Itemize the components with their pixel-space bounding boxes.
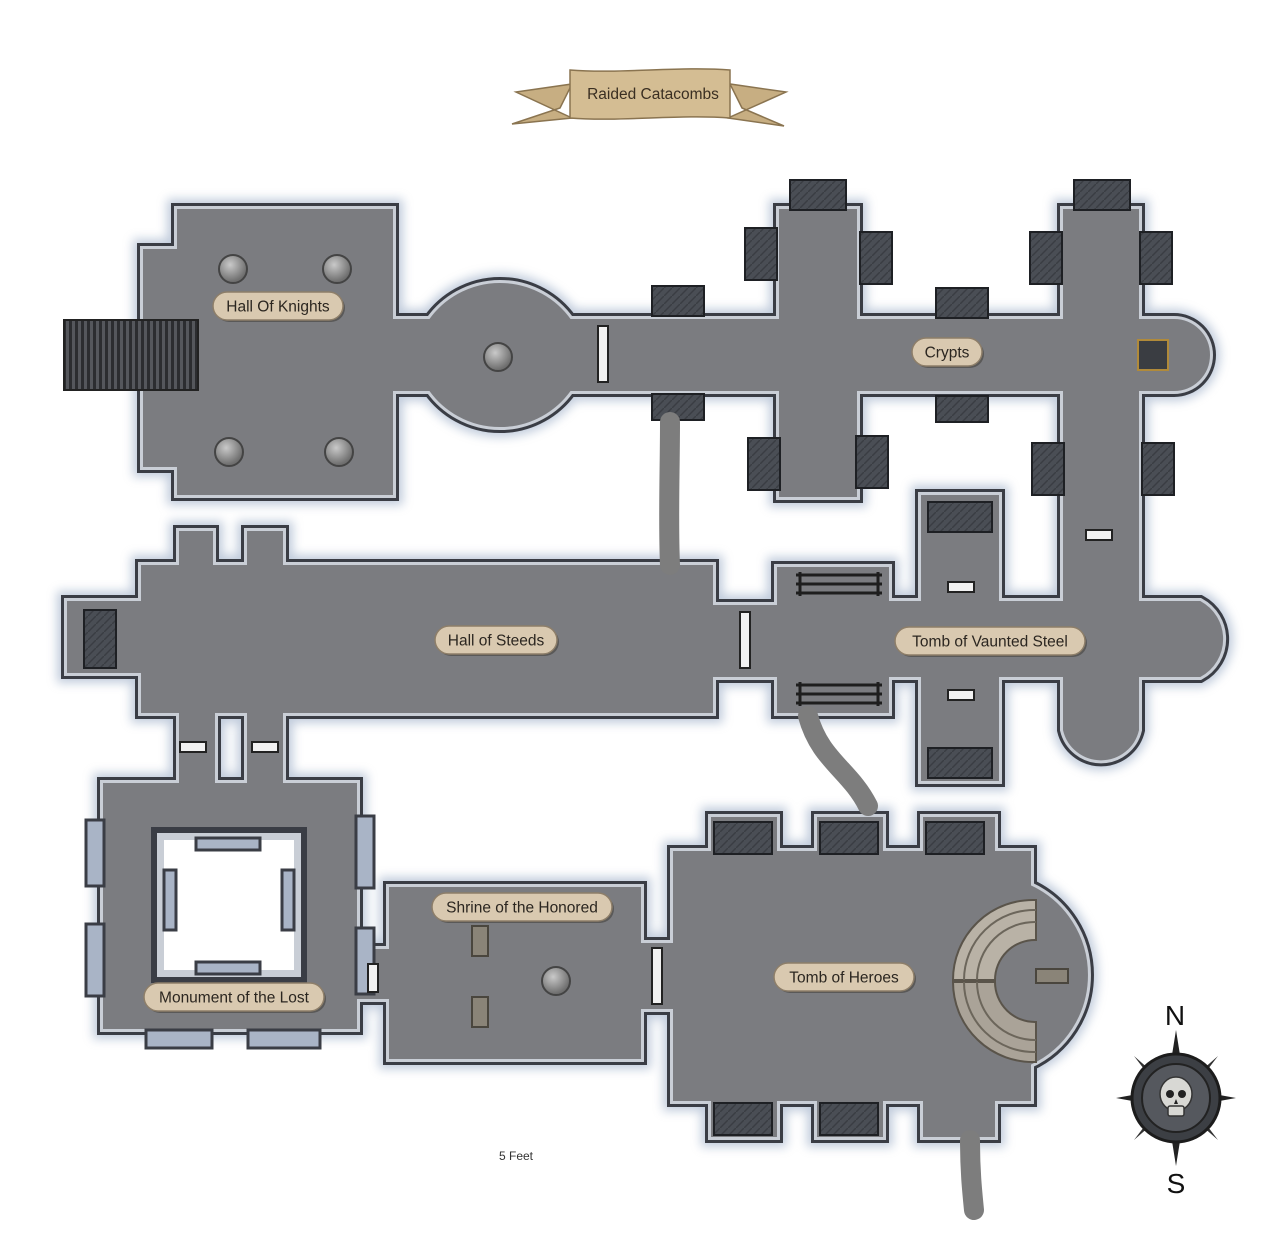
door xyxy=(251,741,279,753)
door xyxy=(367,963,379,993)
compass-north-label: N xyxy=(1165,1000,1185,1031)
room-label-tomb-of-heroes: Tomb of Heroes xyxy=(773,962,916,993)
pillars xyxy=(214,254,571,996)
door xyxy=(179,741,207,753)
room-label-text: Shrine of the Honored xyxy=(446,900,598,917)
stairs-entrance xyxy=(63,319,199,391)
scale-label: 5 Feet xyxy=(499,1149,534,1163)
weapon-racks xyxy=(796,572,882,706)
room-label-shrine-of-the-honored: Shrine of the Honored xyxy=(431,892,614,923)
map-title: Raided Catacombs xyxy=(587,86,719,103)
door xyxy=(1085,529,1113,541)
room-label-text: Tomb of Vaunted Steel xyxy=(912,634,1068,651)
room-label-text: Crypts xyxy=(925,345,970,362)
door xyxy=(739,611,751,669)
room-label-hall-of-steeds: Hall of Steeds xyxy=(434,625,559,656)
room-label-hall-of-knights: Hall Of Knights xyxy=(212,291,345,322)
door xyxy=(651,947,663,1005)
amphitheatre-seating xyxy=(951,898,1037,1064)
title-banner: Raided Catacombs xyxy=(511,68,789,127)
compass-rose: N S xyxy=(1116,1000,1236,1199)
compass-south-label: S xyxy=(1167,1168,1186,1199)
shrine-altars xyxy=(471,925,1069,1028)
room-label-text: Monument of the Lost xyxy=(159,990,310,1007)
tomb-slabs xyxy=(83,179,1175,1136)
room-label-crypts: Crypts xyxy=(911,337,984,368)
tunnels xyxy=(659,412,984,1220)
room-label-text: Hall of Steeds xyxy=(448,633,545,650)
room-label-monument-of-the-lost: Monument of the Lost xyxy=(143,982,326,1013)
room-label-text: Tomb of Heroes xyxy=(789,970,899,987)
room-label-text: Hall Of Knights xyxy=(226,299,330,316)
door xyxy=(947,581,975,593)
door xyxy=(947,689,975,701)
doors xyxy=(179,325,1113,1005)
room-label-tomb-of-vaunted-steel: Tomb of Vaunted Steel xyxy=(894,626,1087,657)
compass-skull-icon xyxy=(1116,1030,1236,1166)
door xyxy=(597,325,609,383)
